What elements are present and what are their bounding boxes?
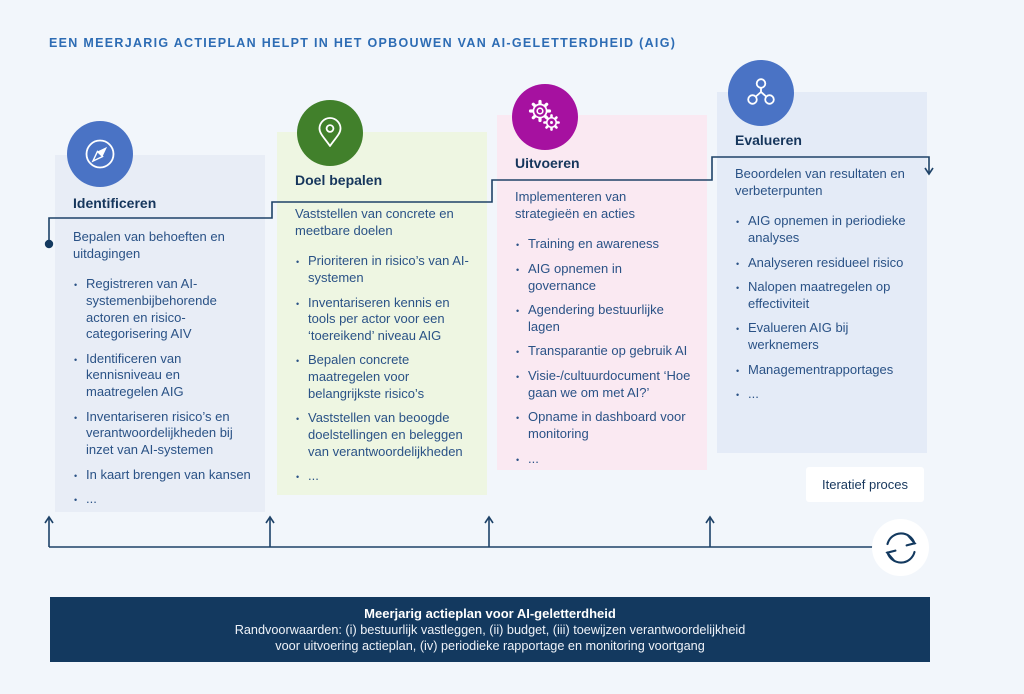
stage-subtitle: Vaststellen van concrete en meetbare doe… bbox=[295, 206, 454, 238]
bullet-item: Managementrapportages bbox=[735, 362, 913, 379]
stage-panel-identificeren: Identificeren Bepalen van behoeften en u… bbox=[55, 155, 265, 512]
bullet-item: Transparantie op gebruik AI bbox=[515, 343, 693, 360]
stage-panel-uitvoeren: Uitvoeren Implementeren van strategieën … bbox=[497, 115, 707, 470]
bullet-item: Prioriteren in risico’s van AI-systemen bbox=[295, 253, 473, 286]
network-nodes-icon bbox=[728, 60, 794, 126]
stage-subtitle: Beoordelen van resultaten en verbeterpun… bbox=[735, 166, 905, 198]
stage-title: Uitvoeren bbox=[515, 155, 580, 171]
bullet-item: In kaart brengen van kansen bbox=[73, 467, 251, 484]
stage-title: Evalueren bbox=[735, 132, 802, 148]
compass-icon bbox=[67, 121, 133, 187]
stage-subtitle: Bepalen van behoeften en uitdagingen bbox=[73, 229, 225, 261]
map-pin-icon bbox=[297, 100, 363, 166]
cycle-arrows-icon bbox=[872, 519, 929, 576]
stage-panel-doel-bepalen: Doel bepalen Vaststellen van concrete en… bbox=[277, 132, 487, 495]
bullet-item: ... bbox=[295, 468, 473, 485]
banner-line-2: voor uitvoering actieplan, (iv) periodie… bbox=[275, 639, 705, 653]
bullet-item: ... bbox=[73, 491, 251, 508]
stage-subtitle: Implementeren van strategieën en acties bbox=[515, 189, 635, 221]
stage-bullet-list: Registreren van AI-systemenbijbehorende … bbox=[73, 276, 251, 508]
bullet-item: Identificeren van kennisniveau en maatre… bbox=[73, 351, 251, 401]
bullet-item: Visie-/cultuurdocument ‘Hoe gaan we om m… bbox=[515, 368, 693, 401]
bullet-item: ... bbox=[515, 451, 693, 468]
bullet-item: Evalueren AIG bij werknemers bbox=[735, 320, 913, 353]
action-plan-banner: Meerjarig actieplan voor AI-geletterdhei… bbox=[50, 597, 930, 662]
bullet-item: Vaststellen van beoogde doelstellingen e… bbox=[295, 410, 473, 460]
bullet-item: Training en awareness bbox=[515, 236, 693, 253]
bullet-item: Nalopen maatregelen op effectiviteit bbox=[735, 279, 913, 312]
bullet-item: Opname in dashboard voor monitoring bbox=[515, 409, 693, 442]
bullet-item: Bepalen concrete maatregelen voor belang… bbox=[295, 352, 473, 402]
stage-bullet-list: Prioriteren in risico’s van AI-systemenI… bbox=[295, 253, 473, 485]
bullet-item: Inventariseren risico’s en verantwoordel… bbox=[73, 409, 251, 459]
stage-title: Identificeren bbox=[73, 195, 157, 211]
bullet-item: Analyseren residueel risico bbox=[735, 255, 913, 272]
stage-title: Doel bepalen bbox=[295, 172, 383, 188]
stage-bullet-list: Training en awarenessAIG opnemen in gove… bbox=[515, 236, 693, 467]
stage-panel-evalueren: Evalueren Beoordelen van resultaten en v… bbox=[717, 92, 927, 453]
gears-icon bbox=[512, 84, 578, 150]
stage-bullet-list: AIG opnemen in periodieke analysesAnalys… bbox=[735, 213, 913, 403]
page-title: EEN MEERJARIG ACTIEPLAN HELPT IN HET OPB… bbox=[49, 36, 677, 50]
bullet-item: Registreren van AI-systemenbijbehorende … bbox=[73, 276, 251, 343]
bullet-item: Agendering bestuurlijke lagen bbox=[515, 302, 693, 335]
banner-title: Meerjarig actieplan voor AI-geletterdhei… bbox=[364, 606, 616, 621]
banner-line-1: Randvoorwaarden: (i) bestuurlijk vastleg… bbox=[234, 623, 746, 637]
bullet-item: AIG opnemen in governance bbox=[515, 261, 693, 294]
bullet-item: AIG opnemen in periodieke analyses bbox=[735, 213, 913, 246]
bullet-item: Inventariseren kennis en tools per actor… bbox=[295, 295, 473, 345]
bullet-item: ... bbox=[735, 386, 913, 403]
iterative-process-label: Iteratief proces bbox=[806, 467, 924, 502]
